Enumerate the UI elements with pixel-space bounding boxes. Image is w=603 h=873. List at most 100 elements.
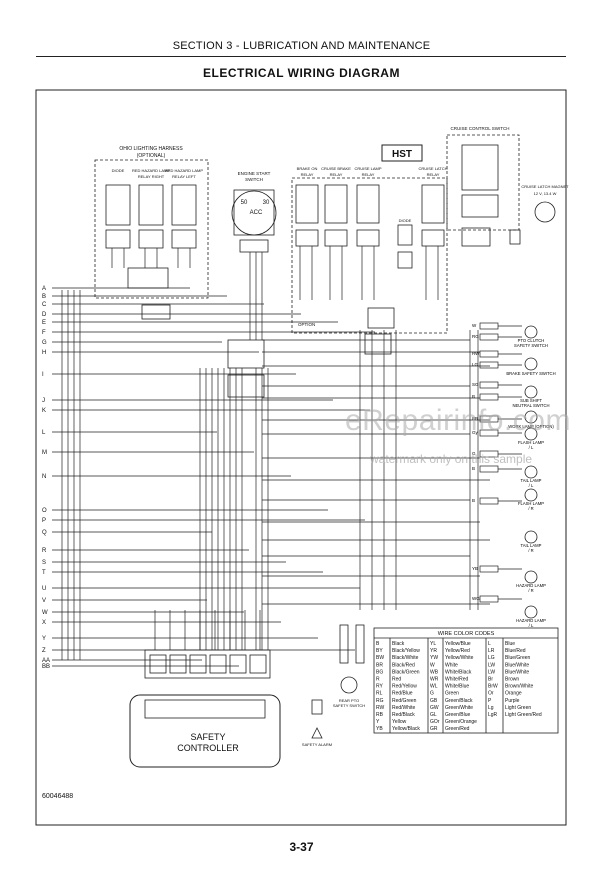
- wire-code-cell: Blue/White: [505, 662, 529, 668]
- header-rule: [36, 56, 566, 57]
- wire-connector: [479, 361, 499, 369]
- wire-code-cell: Yellow/White: [445, 655, 474, 661]
- wire-code-cell: Green/White: [445, 705, 473, 711]
- wire-code-cell: Green/Orange: [445, 719, 477, 725]
- bus-letter-q: Q: [42, 530, 47, 536]
- wire-color-codes-title: WIRE COLOR CODES: [438, 631, 495, 637]
- wire-code-cell: GL: [430, 712, 437, 718]
- wire-code-cell: White: [445, 662, 458, 668]
- right-component-label: WORK LAMP (OPTION): [508, 424, 554, 429]
- wire-code-cell: Black/White: [392, 655, 419, 661]
- wire-code-cell: White/Blue: [445, 684, 469, 690]
- wire-code-cell: Y: [376, 719, 380, 725]
- wire-code-cell: YB: [376, 726, 383, 732]
- wire-connector: [479, 393, 499, 401]
- bus-letter-f: F: [42, 330, 46, 336]
- right-component-0: [524, 325, 538, 339]
- right-component-label-2: / L: [529, 483, 534, 488]
- wire-connector: [479, 465, 499, 473]
- bus-letter-c: C: [42, 302, 47, 308]
- wire-code-cell: White/Red: [445, 677, 469, 683]
- wire-code-cell: BG: [376, 669, 383, 675]
- safety-alarm-label: SAFETY ALARM: [302, 742, 332, 747]
- component-symbol: [524, 410, 538, 424]
- right-component-label-2: / L: [529, 445, 534, 450]
- cruise-latch-magnet-spec: 12 V, 13.4 W: [534, 191, 557, 196]
- wire-connector: [479, 429, 499, 437]
- right-wire-tag: YB: [472, 566, 478, 571]
- wire-code-cell: Br: [488, 677, 493, 683]
- right-component-label-2: NEUTRAL SWITCH: [512, 403, 549, 408]
- wire-code-cell: LW: [488, 662, 495, 668]
- wire-code-cell: RY: [376, 684, 384, 690]
- right-wire-tag: SG: [472, 382, 479, 387]
- wire-code-cell: Green/Black: [445, 698, 473, 704]
- cruise-brake-relay-label: CRUISE BRAKE: [321, 166, 351, 171]
- bus-letter-g: G: [42, 340, 47, 346]
- right-wire-tag: W: [472, 323, 477, 328]
- wire-code-cell: LW: [488, 669, 495, 675]
- wire-code-cell: Light Green/Red: [505, 712, 542, 718]
- wire-code-cell: GOr: [430, 719, 440, 725]
- page-number: 3-37: [289, 840, 314, 854]
- key-position-acc: ACC: [250, 210, 263, 216]
- cruise-latch-magnet-label: CRUISE LATCH MAGNET: [521, 184, 569, 189]
- wire-code-cell: Blue/Green: [505, 655, 531, 661]
- rear-pto-switch-label-2: SAFETY SWITCH: [333, 703, 365, 708]
- wire-connector: [479, 350, 499, 358]
- right-component-9: [524, 605, 538, 619]
- watermark-subtitle: watermark only on this sample: [370, 452, 533, 466]
- right-component-label-2: / R: [528, 548, 533, 553]
- wire-connector: [479, 415, 499, 423]
- component-symbol: [524, 530, 538, 544]
- wire-code-cell: Black: [392, 641, 405, 647]
- wire-code-cell: Blue/Red: [505, 648, 526, 654]
- wire-code-cell: BW: [376, 655, 384, 661]
- component-symbol: [524, 385, 538, 399]
- wire-code-cell: Yellow/Black: [392, 726, 420, 732]
- wire-code-cell: RL: [376, 691, 383, 697]
- wire-code-cell: Brown: [505, 677, 519, 683]
- wire-code-cell: Green/Red: [445, 726, 470, 732]
- wire-code-cell: Blue: [505, 641, 515, 647]
- bus-letter-j: J: [42, 398, 45, 404]
- bus-letter-r: R: [42, 548, 47, 554]
- bus-letter-d: D: [42, 312, 47, 318]
- component-symbol: [524, 488, 538, 502]
- rear-pto-switch-label: REAR PTO: [339, 698, 359, 703]
- safety-controller-label-2: CONTROLLER: [177, 743, 239, 753]
- cruise-brake-relay-label-2: RELAY: [330, 172, 343, 177]
- wire-code-cell: Black/Red: [392, 662, 415, 668]
- right-wire-tag: RW: [472, 351, 480, 356]
- bus-letter-k: K: [42, 408, 46, 414]
- diagram-title: ELECTRICAL WIRING DIAGRAM: [203, 66, 400, 80]
- component-symbol: [524, 605, 538, 619]
- wire-connector: [479, 381, 499, 389]
- wire-connector: [479, 497, 499, 505]
- section-title: SECTION 3 - LUBRICATION AND MAINTENANCE: [172, 40, 431, 52]
- wire-code-cell: Black/Green: [392, 669, 420, 675]
- wire-code-cell: RW: [376, 705, 385, 711]
- bus-letter-b: B: [42, 294, 46, 300]
- wire-code-cell: WL: [430, 684, 438, 690]
- hst-label: HST: [392, 149, 412, 160]
- right-wire-tag: RG: [472, 334, 479, 339]
- right-component-label: FLASH LAMP: [518, 440, 544, 445]
- right-wire-tag: B: [472, 466, 475, 471]
- bus-letter-l: L: [42, 430, 46, 436]
- wire-code-cell: Red/Green: [392, 698, 417, 704]
- hst-diode-label: DIODE: [399, 218, 412, 223]
- wire-connector: [479, 333, 499, 341]
- wire-code-cell: G: [430, 691, 434, 697]
- right-wire-tag: LG: [472, 362, 479, 367]
- right-component-label: HAZARD LAMP: [516, 618, 546, 623]
- bus-letter-s: S: [42, 560, 46, 566]
- right-component-7: [524, 530, 538, 544]
- component-symbol: [524, 357, 538, 371]
- red-hazard-relay-left-label: RED HAZARD LAMP: [165, 168, 203, 173]
- bus-letter-m: M: [42, 450, 47, 456]
- right-component-label: FLASH LAMP: [518, 501, 544, 506]
- component-symbol: [524, 570, 538, 584]
- wire-connector: [479, 450, 499, 458]
